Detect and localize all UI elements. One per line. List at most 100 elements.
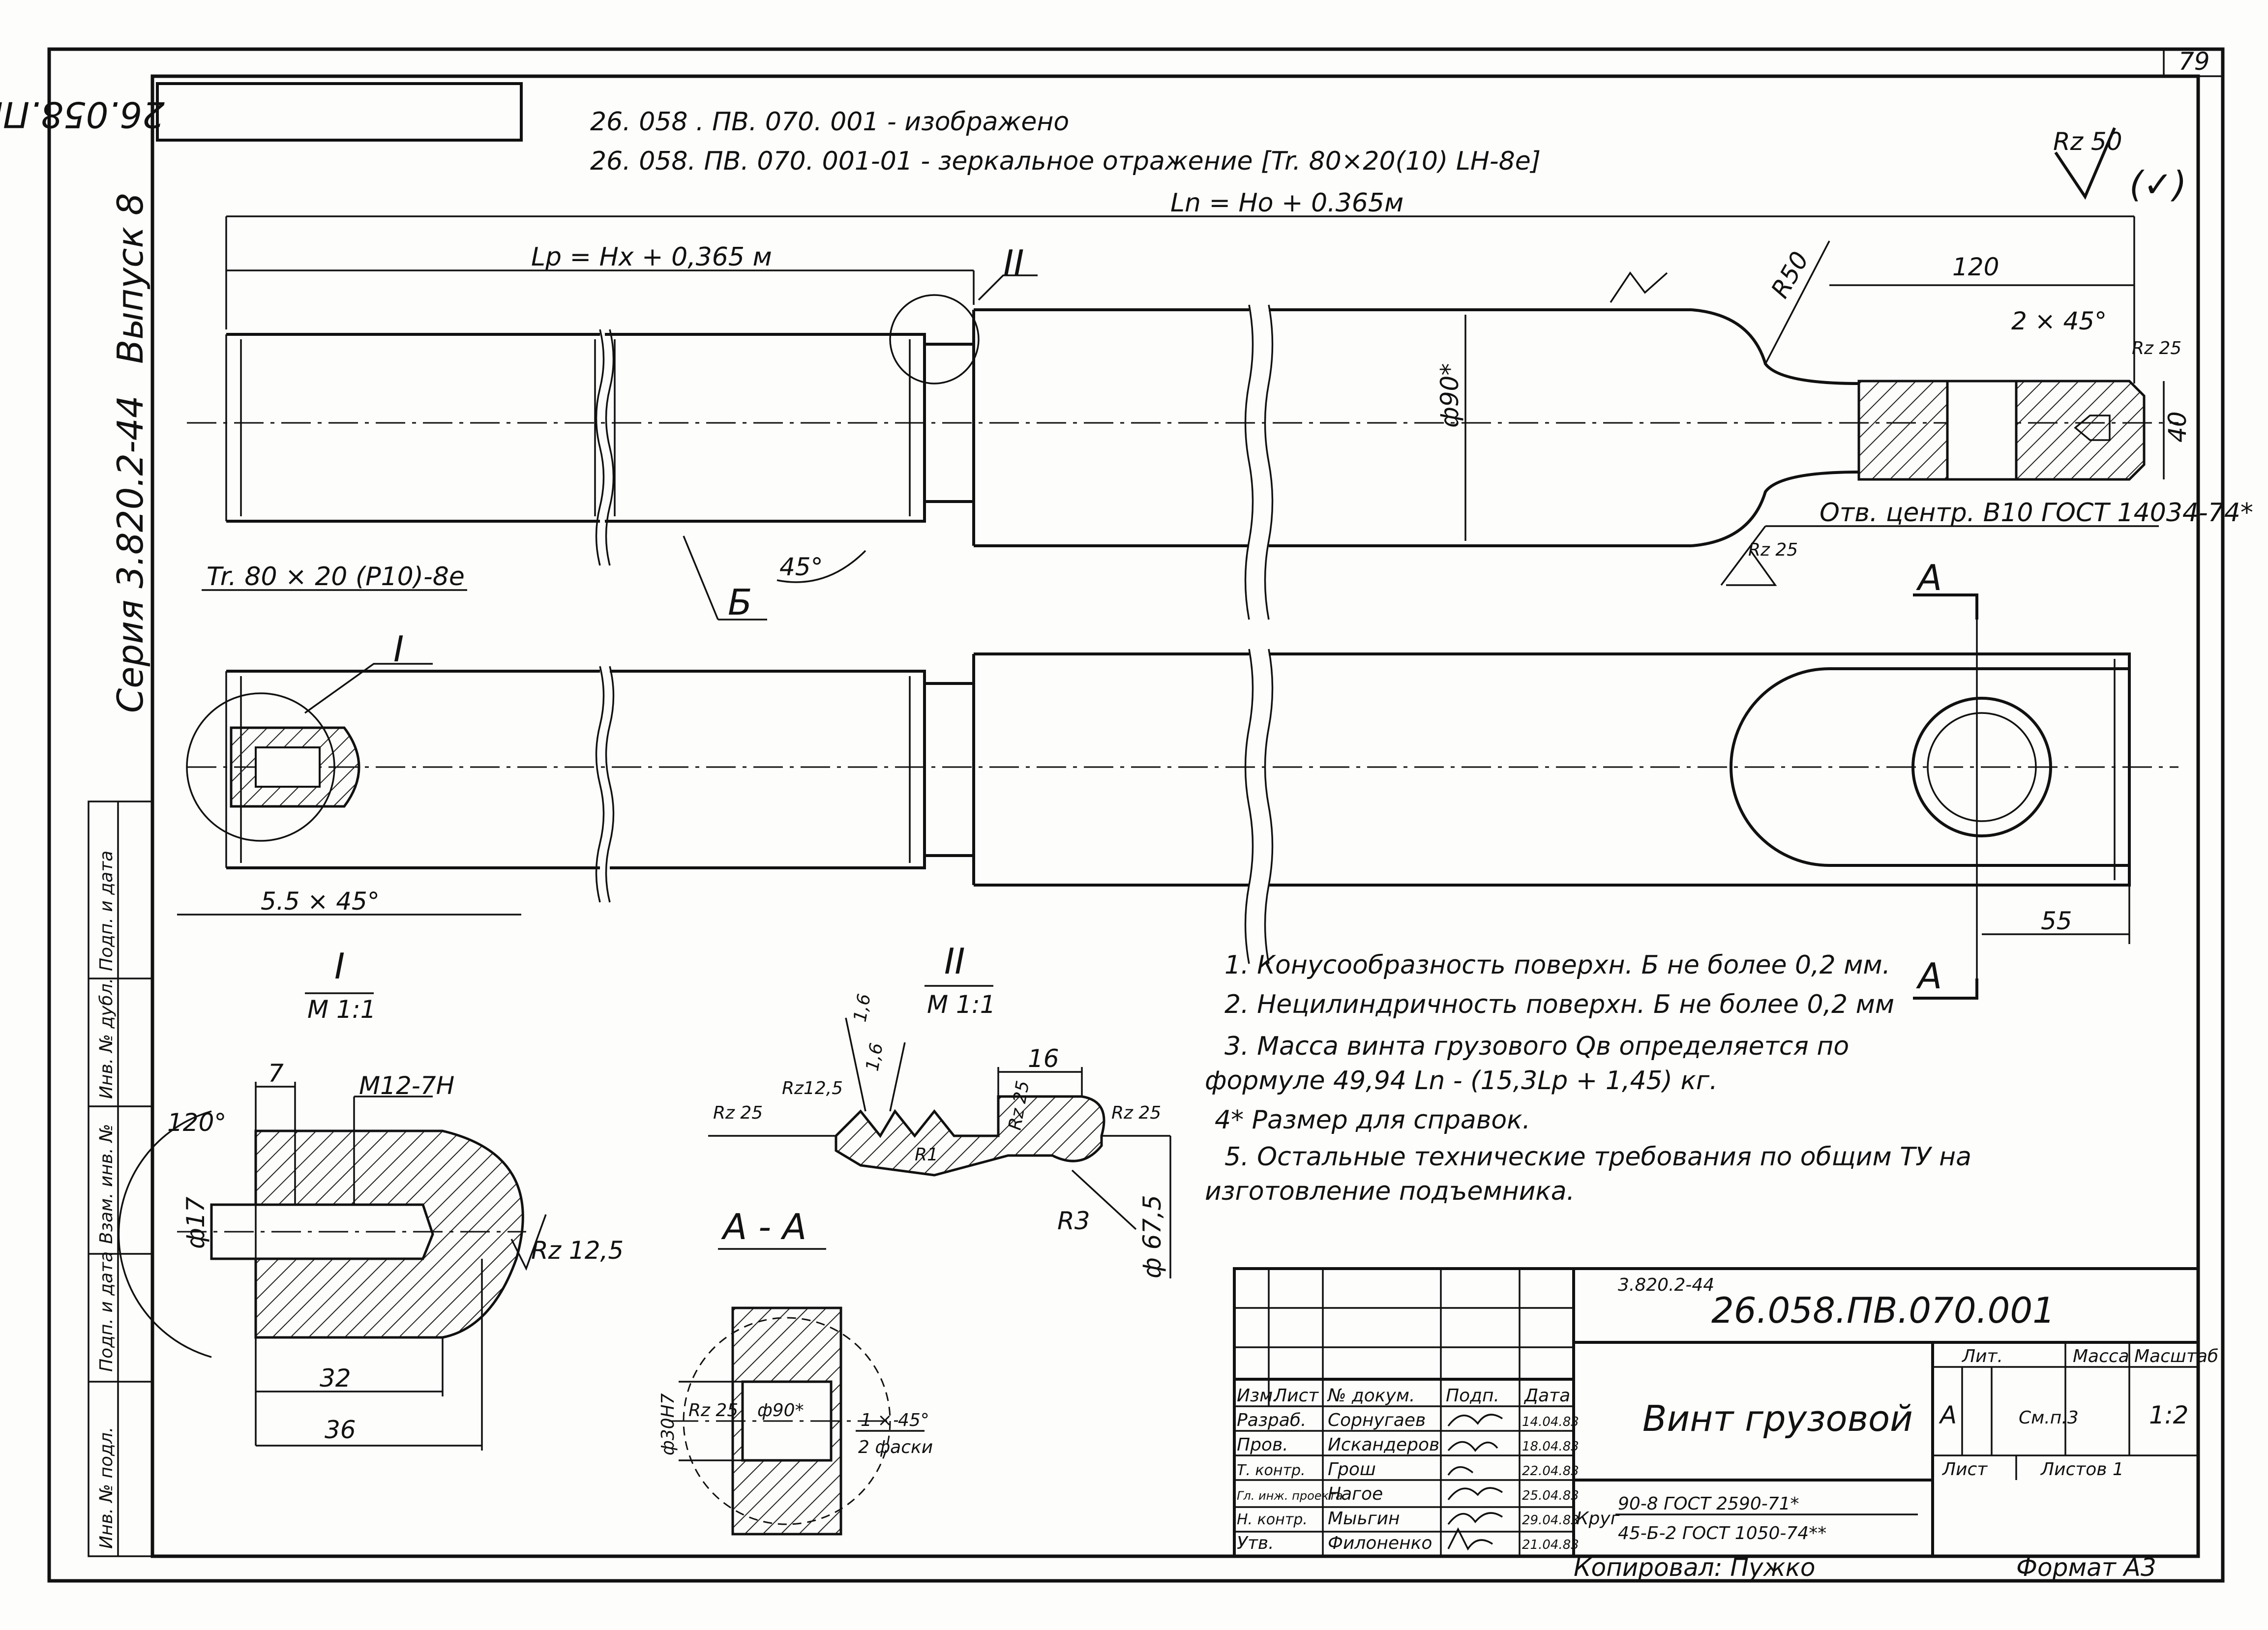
detail-i-thread: M12-7H (359, 1071, 454, 1100)
section-a-top-arrow (1913, 593, 1978, 620)
tb-date-4: 25.04.83 (1522, 1488, 1579, 1503)
tb-role-4: Гл. инж. проекта (1237, 1489, 1343, 1503)
detail-ii-rz25-left: Rz 25 (713, 1103, 763, 1123)
tb-role-2: Пров. (1237, 1435, 1288, 1455)
detail-ii-rz25-right: Rz 25 (1111, 1103, 1161, 1123)
tb-date-6: 21.04.83 (1522, 1538, 1579, 1552)
second-view (177, 595, 2178, 983)
tb-lit-header: Лит. (1961, 1346, 2003, 1366)
surface-b-label: Б (728, 582, 752, 623)
note-1: 1. Конусообразность поверхн. Б не более … (1224, 950, 1890, 980)
view-i-marker: I (393, 628, 404, 670)
left-margin-table (88, 800, 153, 1557)
dim-55: 55 (2041, 907, 2072, 935)
note-4: 4* Размер для справок. (1215, 1105, 1530, 1135)
tb-mass: См.п.3 (2019, 1408, 2079, 1428)
tb-series-code: 3.820.2-44 (1618, 1275, 1714, 1295)
tb-copied-by: Копировал: Пужко (1574, 1553, 1815, 1582)
tb-material-label: Круг (1576, 1509, 1620, 1529)
section-aa-d30: ф30H7 (658, 1393, 678, 1455)
tb-col-doc: № докум. (1327, 1386, 1415, 1406)
dim-thread-length: Lp = Hx + 0,365 м (531, 242, 772, 272)
dim-diam90: ф90* (1435, 363, 1464, 428)
tb-doc-number: 26.058.ПВ.070.001 (1711, 1290, 2055, 1331)
tb-role-6: Утв. (1237, 1533, 1274, 1553)
note-5: 5. Остальные технические требования по о… (1224, 1142, 1971, 1172)
section-aa-chamfer-count: 2 фаски (858, 1437, 933, 1457)
tb-col-date: Дата (1523, 1386, 1570, 1406)
margin-cell-4: Инв. № дубл. (96, 978, 117, 1099)
margin-cell-3: Взам. инв. № (96, 1124, 117, 1244)
sheet-number-box (2163, 48, 2224, 77)
tb-scale: 1:2 (2149, 1401, 2188, 1429)
margin-cell-2: Подп. и дата (96, 1251, 117, 1372)
title-block (1233, 1267, 2200, 1558)
dim-120: 120 (1952, 253, 1999, 281)
detail-i-title: I (334, 946, 345, 987)
tb-date-1: 14.04.83 (1522, 1415, 1579, 1429)
inner-border (150, 74, 2200, 1558)
detail-ii-rz125: Rz12,5 (782, 1078, 843, 1098)
detail-ii-d675: ф 67,5 (1138, 1195, 1166, 1278)
section-aa-title: A - A (721, 1206, 806, 1247)
section-aa-d90: ф90* (757, 1400, 804, 1421)
margin-cell-1: Инв. № подл. (96, 1427, 117, 1549)
technical-notes: 1. Конусообразность поверхн. Б не более … (1205, 950, 1971, 1206)
section-aa-chamfer: 1 × 45° (861, 1410, 929, 1430)
detail-ii: II M 1:1 (708, 941, 1171, 1278)
tb-role-5: Н. контр. (1237, 1511, 1308, 1528)
section-a-bottom: A (1916, 955, 1942, 997)
tb-name-1: Сорнугаев (1328, 1410, 1426, 1430)
rz25-fillet-symbol (1726, 550, 1777, 586)
tb-signature-4 (1447, 1487, 1503, 1501)
tb-signature-2 (1447, 1441, 1498, 1452)
tb-lit: А (1939, 1401, 1957, 1429)
tb-format: Формат А3 (2016, 1553, 2156, 1582)
note-3: 3. Масса винта грузового Qв определяется… (1224, 1032, 1849, 1061)
issue-text: Выпуск 8 (110, 193, 151, 364)
outer-border (47, 47, 2225, 1583)
section-aa-rz25: Rz 25 (688, 1400, 738, 1421)
header-line-1: 26. 058 . ПВ. 070. 001 - изображено (590, 107, 1069, 137)
view-ii-leader (978, 274, 1038, 301)
tb-signature-3 (1447, 1466, 1474, 1476)
tb-name-3: Грош (1328, 1459, 1376, 1480)
tb-signature-1 (1447, 1414, 1503, 1427)
note-2: 2. Нецилиндричность поверхн. Б не более … (1224, 990, 1894, 1019)
header-line-2: 26. 058. ПВ. 070. 001-01 - зеркальное от… (590, 147, 1541, 176)
tb-col-list: Лист (1273, 1386, 1319, 1406)
detail-i-angle: 120° (167, 1108, 226, 1137)
sheet-number: 79 (2178, 47, 2210, 76)
view-i-leader (304, 663, 433, 714)
stamp-box (156, 82, 523, 142)
detail-ii-r3: R3 (1057, 1207, 1090, 1235)
detail-i-dim32: 32 (320, 1364, 351, 1393)
view-ii-marker: II (1003, 242, 1024, 284)
detail-i-dim36: 36 (325, 1416, 356, 1444)
tb-sheet: Лист (1941, 1459, 1988, 1480)
tb-sheets: Листов 1 (2040, 1459, 2124, 1480)
detail-ii-title: II (944, 941, 965, 982)
tb-role-3: Т. контр. (1237, 1462, 1306, 1479)
main-view (187, 215, 2178, 620)
tb-signature-6 (1447, 1527, 1493, 1551)
tb-date-3: 22.04.83 (1522, 1464, 1579, 1479)
note-5b: изготовление подъемника. (1205, 1177, 1575, 1206)
tb-name-6: Филоненко (1328, 1533, 1432, 1553)
note-3b: формуле 49,94 Ln - (15,3Lp + 1,45) кг. (1205, 1066, 1718, 1096)
tb-material-2: 45-Б-2 ГОСТ 1050-74** (1618, 1523, 1826, 1543)
tb-date-5: 29.04.83 (1522, 1513, 1579, 1528)
angle-45: 45° (779, 553, 823, 581)
tb-col-sign: Подп. (1446, 1386, 1499, 1406)
detail-i-scale: M 1:1 (307, 995, 376, 1024)
tb-date-2: 18.04.83 (1522, 1439, 1579, 1454)
detail-i: I M 1:1 (118, 946, 526, 1451)
detail-ii-dim16: 16 (1028, 1044, 1059, 1073)
rz25-fillet: Rz 25 (1748, 540, 1798, 560)
roughness-other: (✓) (2129, 164, 2187, 205)
detail-ii-r1: R1 (915, 1145, 938, 1165)
detail-i-rz-symbol (510, 1214, 547, 1271)
detail-i-d17: ф17 (181, 1196, 210, 1249)
